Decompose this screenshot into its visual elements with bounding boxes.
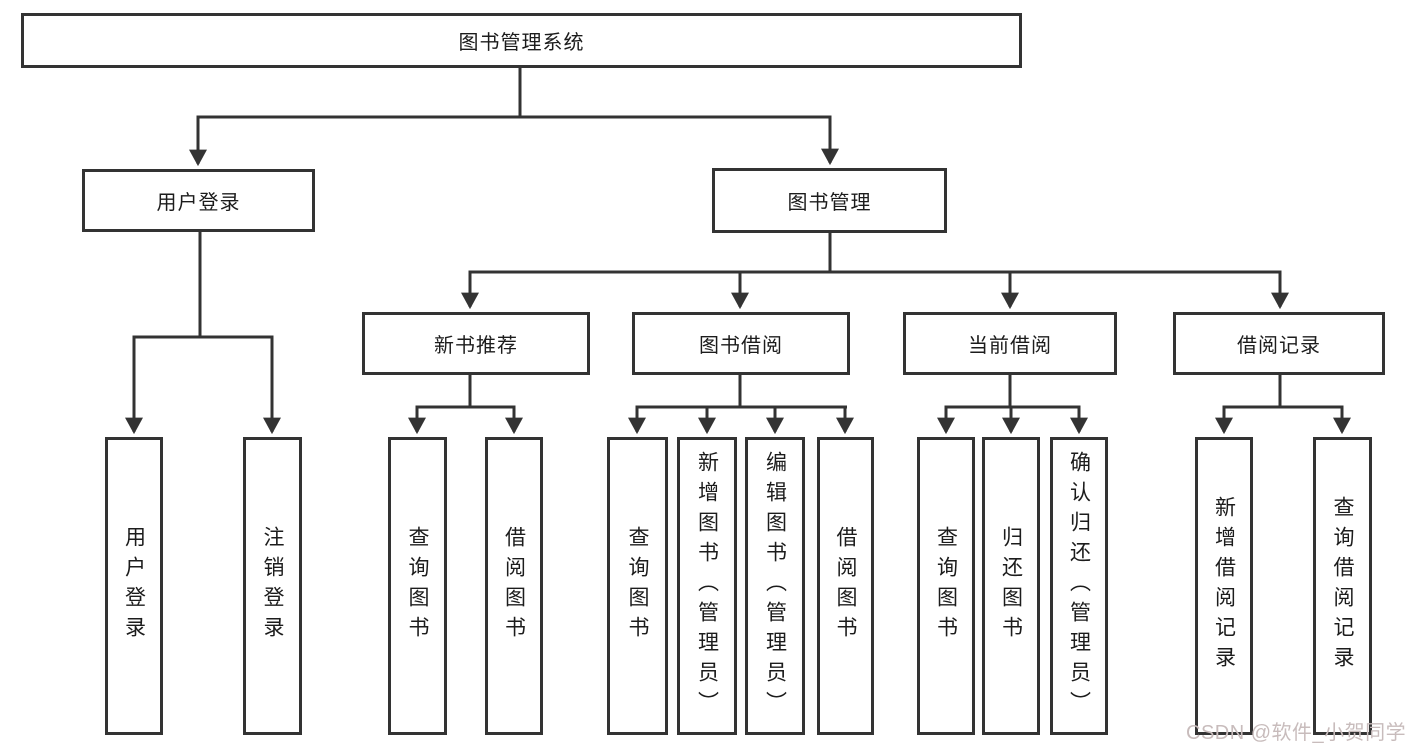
node-borrow-record: 借阅记录 <box>1173 312 1385 375</box>
csdn-watermark: CSDN @软件_小贺同学 <box>1186 722 1405 744</box>
leaf-query-current: 查询图书 <box>917 437 975 735</box>
leaf-borrow-book: 借阅图书 <box>817 437 874 735</box>
leaf-add-borrow-record-label: 新增借阅记录 <box>1212 496 1236 676</box>
node-user-login: 用户登录 <box>82 169 315 232</box>
leaf-logout: 注销登录 <box>243 437 302 735</box>
leaf-add-book-admin: 新增图书（管理员） <box>677 437 737 735</box>
leaf-query-book-label: 查询图书 <box>626 526 650 646</box>
node-book-borrow: 图书借阅 <box>632 312 850 375</box>
leaf-borrow-book-label: 借阅图书 <box>834 526 858 646</box>
leaf-return-book-label: 归还图书 <box>999 526 1023 646</box>
node-current-borrow: 当前借阅 <box>903 312 1117 375</box>
node-book-management: 图书管理 <box>712 168 947 233</box>
node-root-system: 图书管理系统 <box>21 13 1022 68</box>
leaf-query-current-label: 查询图书 <box>934 526 958 646</box>
leaf-borrow-book-recommend-label: 借阅图书 <box>502 526 526 646</box>
leaf-logout-label: 注销登录 <box>261 526 285 646</box>
leaf-borrow-book-recommend: 借阅图书 <box>485 437 543 735</box>
leaf-query-borrow-record: 查询借阅记录 <box>1313 437 1372 735</box>
leaf-confirm-return-admin-label: 确认归还（管理员） <box>1067 451 1091 721</box>
leaf-query-book-recommend: 查询图书 <box>388 437 447 735</box>
leaf-user-login: 用户登录 <box>105 437 163 735</box>
leaf-edit-book-admin: 编辑图书（管理员） <box>745 437 805 735</box>
leaf-edit-book-admin-label: 编辑图书（管理员） <box>763 451 787 721</box>
node-new-book-recommend: 新书推荐 <box>362 312 590 375</box>
leaf-confirm-return-admin: 确认归还（管理员） <box>1050 437 1108 735</box>
leaf-query-book: 查询图书 <box>607 437 668 735</box>
leaf-add-borrow-record: 新增借阅记录 <box>1195 437 1253 735</box>
leaf-user-login-label: 用户登录 <box>122 526 146 646</box>
leaf-add-book-admin-label: 新增图书（管理员） <box>695 451 719 721</box>
leaf-query-borrow-record-label: 查询借阅记录 <box>1331 496 1355 676</box>
leaf-query-book-recommend-label: 查询图书 <box>406 526 430 646</box>
leaf-return-book: 归还图书 <box>982 437 1040 735</box>
